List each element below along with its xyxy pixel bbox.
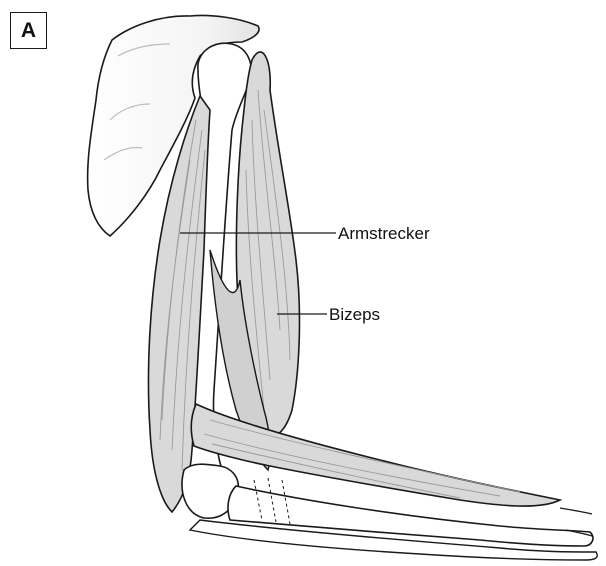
label-armstrecker: Armstrecker: [338, 225, 430, 242]
panel-letter-box: A: [10, 12, 47, 49]
label-bizeps: Bizeps: [329, 306, 380, 323]
panel-letter: A: [21, 19, 36, 43]
